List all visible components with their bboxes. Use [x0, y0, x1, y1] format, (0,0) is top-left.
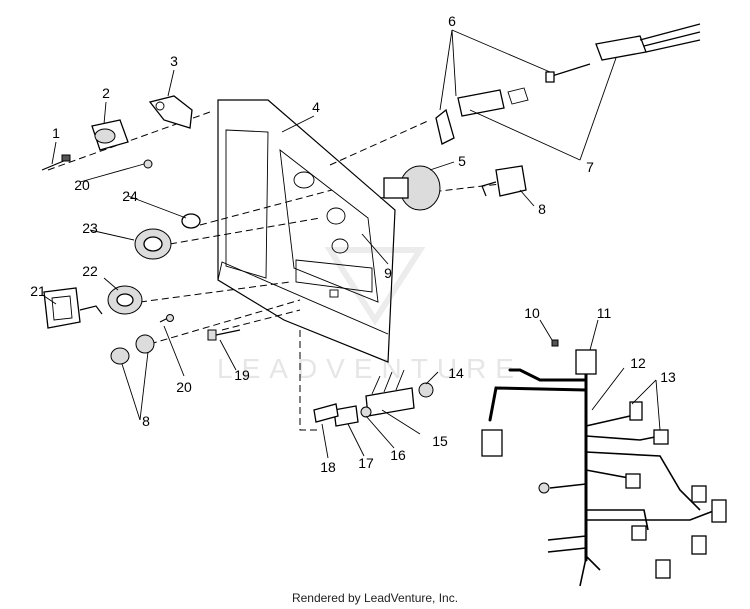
callout-14: 14 — [448, 365, 464, 381]
callout-22: 22 — [82, 263, 98, 279]
wiring-harness — [481, 339, 727, 587]
callout-17: 17 — [358, 455, 374, 471]
callout-8-right: 8 — [538, 201, 546, 217]
callout-10: 10 — [524, 305, 540, 321]
nut — [143, 159, 153, 169]
callout-9: 9 — [384, 265, 392, 281]
callout-21: 21 — [30, 283, 46, 299]
callout-1: 1 — [52, 125, 60, 141]
watermark-text: LEADVENTURE — [217, 353, 523, 384]
terminal-washer — [360, 406, 372, 418]
footer-credit: Rendered by LeadVenture, Inc. — [292, 591, 458, 605]
callout-labels: 1 2 3 4 5 6 7 8 8 9 10 11 12 13 14 15 16… — [30, 13, 676, 475]
toggle-nut — [110, 334, 155, 365]
callout-15: 15 — [432, 433, 448, 449]
callout-13: 13 — [660, 369, 676, 385]
callout-7: 7 — [586, 159, 594, 175]
screw — [159, 314, 174, 323]
callout-4: 4 — [312, 99, 320, 115]
key — [43, 287, 103, 329]
callout-12: 12 — [630, 355, 646, 371]
callout-3: 3 — [170, 53, 178, 69]
bolt — [207, 329, 241, 341]
terminal-spacer — [333, 405, 359, 427]
callout-6: 6 — [448, 13, 456, 29]
leader-lines — [43, 29, 661, 459]
lock-washer — [181, 213, 201, 229]
toggle-switch — [481, 165, 527, 197]
callout-11: 11 — [597, 305, 612, 321]
ignition-switch-body — [91, 119, 129, 151]
key-bezel-nut — [107, 285, 143, 315]
mounting-bracket — [217, 99, 396, 363]
wire-terminal — [41, 154, 71, 171]
terminal-bracket — [313, 403, 339, 423]
callout-20-lower: 20 — [176, 379, 192, 395]
callout-2: 2 — [102, 85, 110, 101]
retaining-nut — [134, 228, 172, 260]
callout-5: 5 — [458, 153, 466, 169]
plunger-switch — [435, 63, 591, 145]
callout-16: 16 — [390, 447, 406, 463]
indicator-lamp — [383, 165, 441, 211]
callout-24: 24 — [122, 188, 138, 204]
terminal-nut — [418, 382, 434, 398]
switch-connector — [595, 23, 701, 61]
callout-19: 19 — [234, 367, 250, 383]
callout-20-upper: 20 — [74, 177, 90, 193]
watermark: LEADVENTURE — [217, 247, 523, 384]
callout-18: 18 — [320, 459, 336, 475]
switch-mount-plate — [148, 95, 193, 129]
callout-23: 23 — [82, 220, 98, 236]
callout-8-left: 8 — [142, 413, 150, 429]
